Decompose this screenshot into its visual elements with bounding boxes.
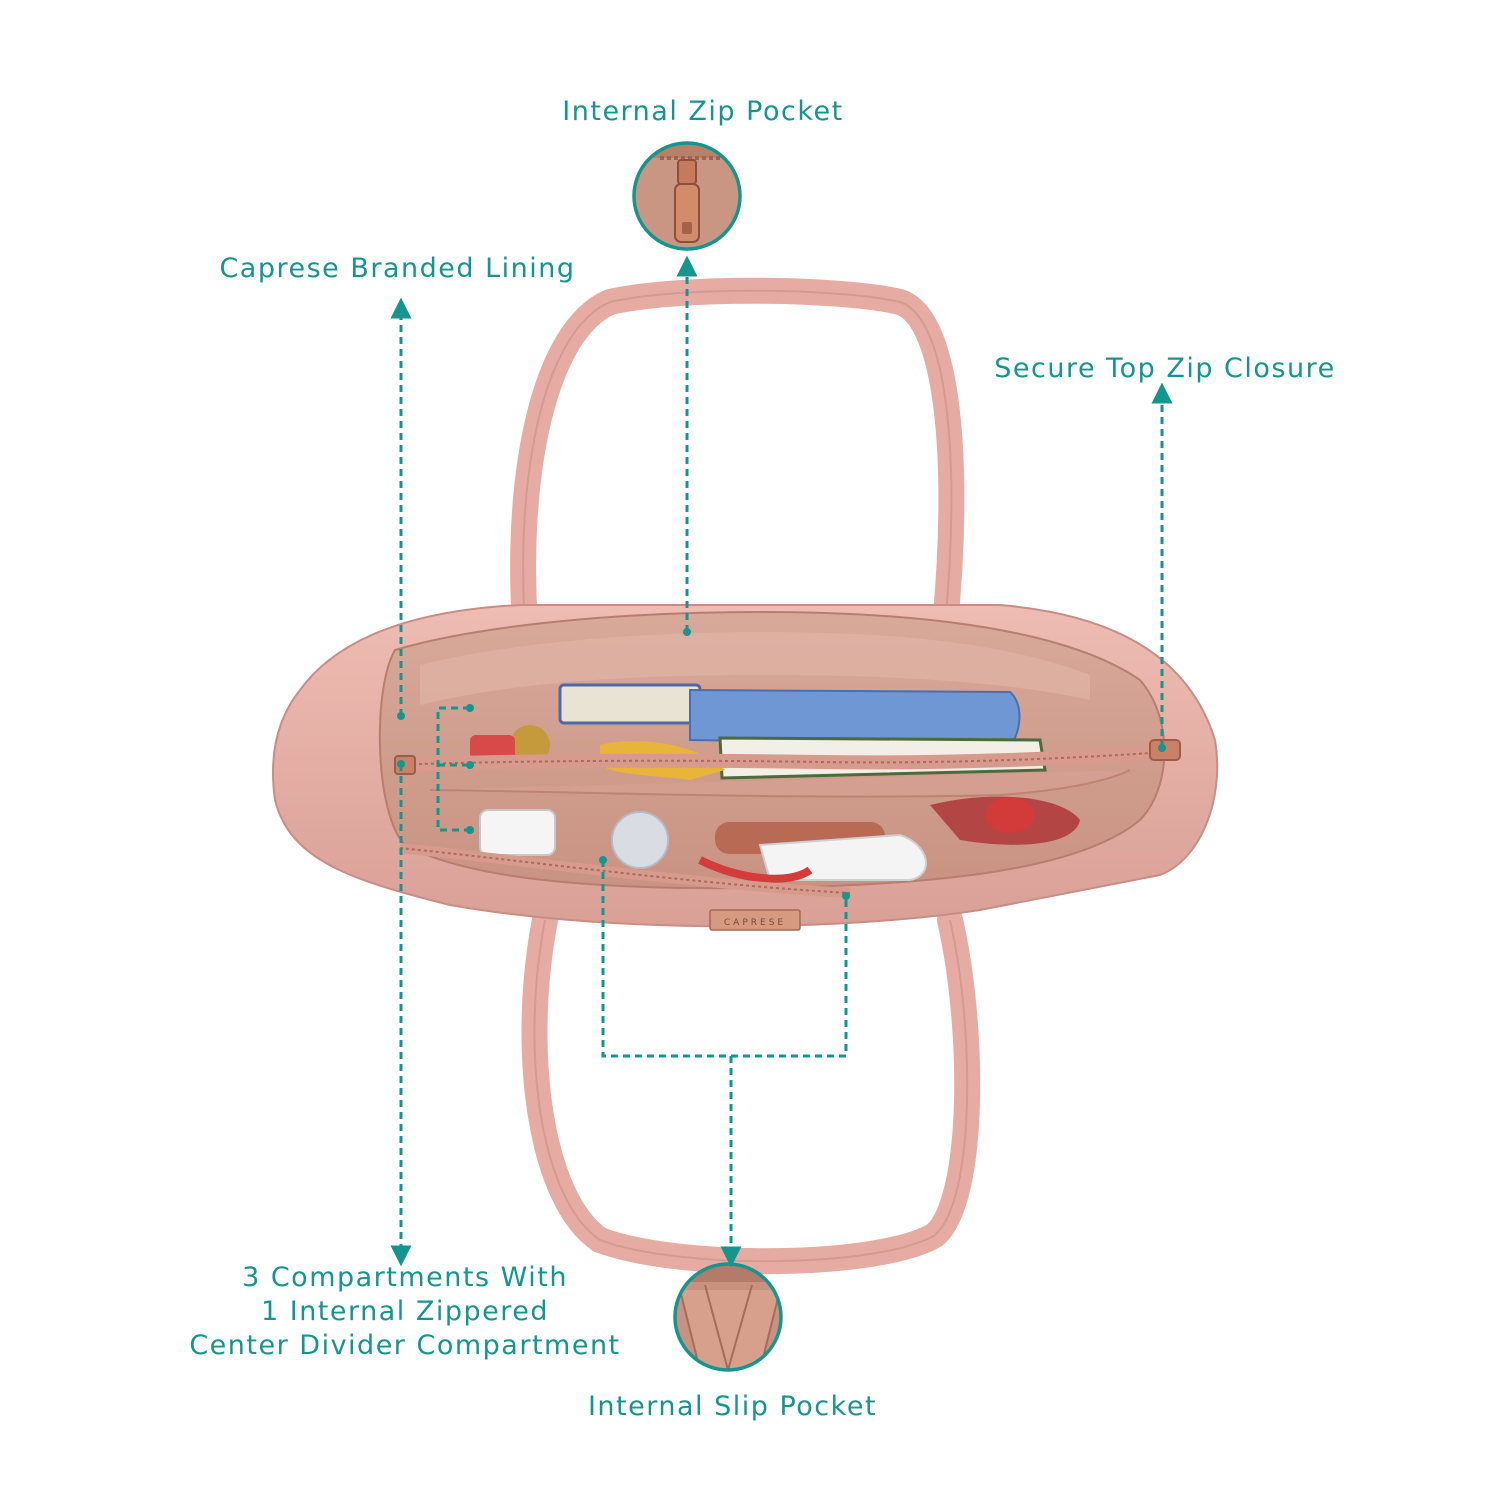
top-handle — [510, 277, 965, 638]
compartments-line-1: 3 Compartments With — [242, 1262, 568, 1293]
label-internal-slip-pocket: Internal Slip Pocket — [587, 1391, 878, 1422]
center-zipper — [394, 745, 1166, 772]
compartments-line-2: 1 Internal Zippered — [260, 1296, 550, 1327]
label-secure-top-zip-closure: Secure Top Zip Closure — [994, 353, 1336, 384]
label-compartments: 3 Compartments With 1 Internal Zippered … — [185, 1261, 625, 1363]
brand-plate-text: CAPRESE — [724, 918, 786, 928]
label-caprese-branded-lining: Caprese Branded Lining — [219, 253, 576, 284]
brand-plate — [709, 909, 801, 931]
bottom-handle — [521, 907, 981, 1275]
slip-pocket-leader — [601, 860, 848, 1058]
zip-pocket-inset — [632, 141, 742, 251]
label-internal-zip-pocket: Internal Zip Pocket — [562, 96, 844, 127]
tote-bag-image: CAPRESE — [272, 277, 1219, 1275]
slip-pocket-inset — [673, 1262, 783, 1372]
lower-zipper — [399, 843, 851, 898]
compartments-line-3: Center Divider Compartment — [189, 1330, 621, 1361]
leader-lines — [390, 255, 1173, 1268]
